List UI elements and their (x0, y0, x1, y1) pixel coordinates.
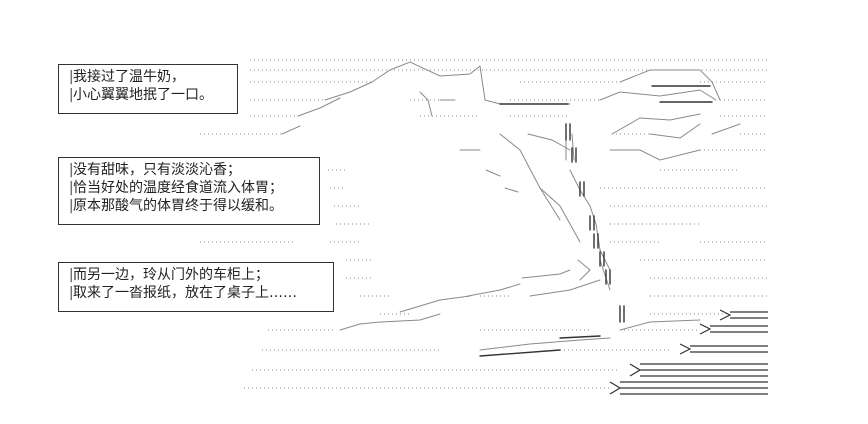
narration-line: 原本那酸气的体胃终于得以缓和。 (67, 197, 309, 215)
figure-dark-strokes (479, 85, 713, 357)
narration-box-3: 而另一边，玲从门外的车柜上； 取来了一沓报纸，放在了桌子上…… (58, 262, 334, 312)
narration-line: 没有甜味，只有淡淡沁香； (67, 161, 309, 179)
narration-box-2: 没有甜味，只有淡淡沁香； 恰当好处的温度经食道流入体胃； 原本那酸气的体胃终于得… (58, 157, 320, 225)
narration-line: 我接过了温牛奶， (67, 68, 227, 86)
narration-line: 恰当好处的温度经食道流入体胃； (67, 179, 309, 197)
narration-line: 取来了一沓报纸，放在了桌子上…… (67, 284, 323, 302)
narration-line: 而另一边，玲从门外的车柜上； (67, 266, 323, 284)
dotted-background (200, 59, 768, 389)
narration-box-1: 我接过了温牛奶， 小心翼翼地抿了一口。 (58, 64, 238, 114)
narration-line: 小心翼翼地抿了一口。 (67, 86, 227, 104)
right-stripes (609, 309, 768, 395)
